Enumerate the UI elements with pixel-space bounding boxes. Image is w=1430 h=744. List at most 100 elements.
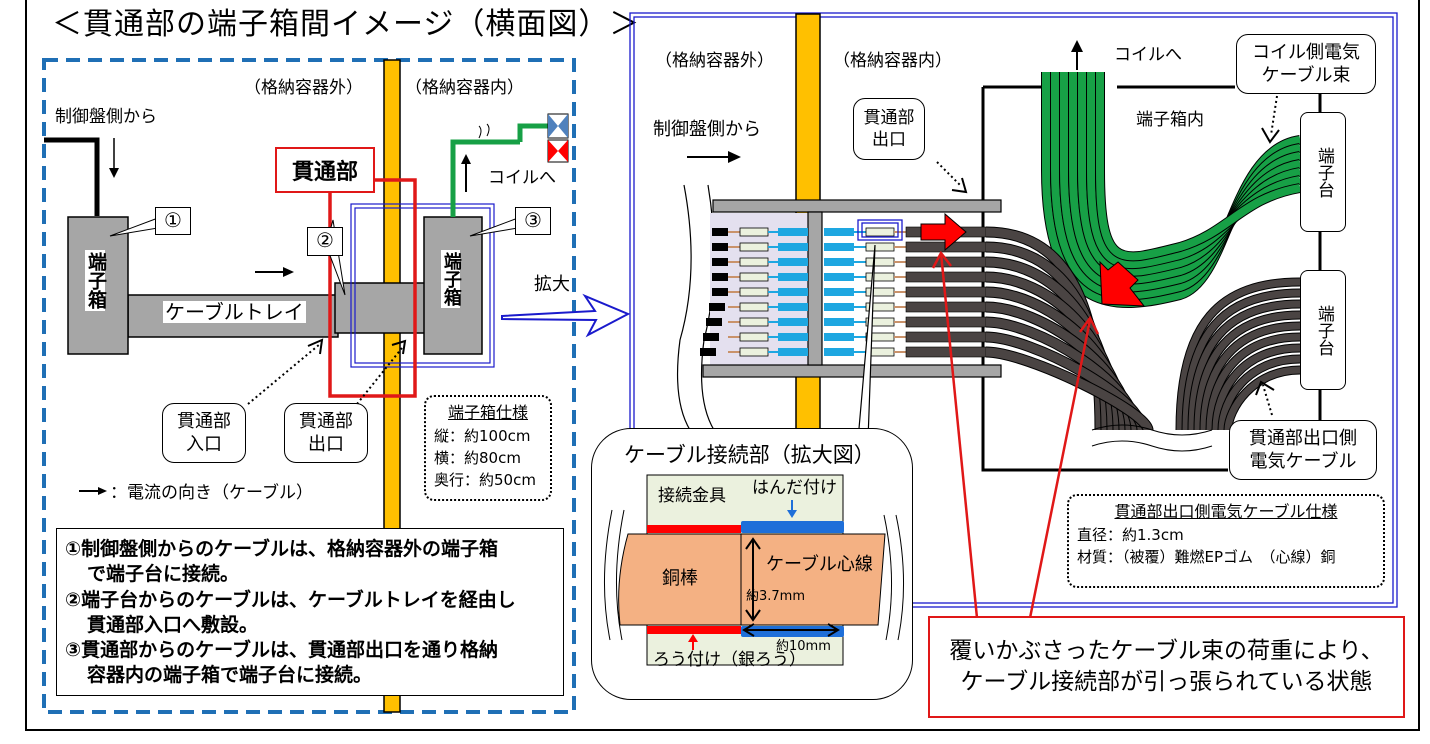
expand-label: 拡大 [534,274,570,295]
exit-side-cable-line2: 電気ケーブル [1249,451,1357,472]
exit-side-cable-line1: 貫通部出口側 [1249,427,1357,449]
cable-row [706,316,987,328]
left-panel-dashed-border [42,58,576,714]
length-label: 約10mm [776,639,831,654]
solder-arrow-icon [787,510,797,518]
cable-end [712,288,728,296]
cable-end [712,243,728,251]
terminal-block-lower-label: 端子台 [1313,302,1334,358]
cable-spec-heading: 貫通部出口側電気ケーブル仕様 [1114,502,1338,521]
cable-spec: 貫通部出口側電気ケーブル仕様 直径：約1.3cm 材質：（被覆）難燃EPゴム （… [1067,494,1385,588]
cyan-cable [778,333,808,341]
copper-rod-label: 銅棒 [662,568,698,589]
penetration-exit-line1: 貫通部 [299,410,353,432]
cyan-cable [824,303,854,311]
cable-end [712,228,728,236]
penetration-entrance-box: 貫通部 入口 [162,403,246,463]
coil-cable-bundle [1041,72,1302,308]
penetration-entrance-line1: 貫通部 [177,410,231,432]
spec-depth: 奥行：約50cm [434,470,536,489]
coil-bundle-line2: ケーブル束 [1261,65,1351,86]
outside-containment-label: （格納容器外） [244,78,363,98]
note-3-line1: ③貫通部からのケーブルは、貫通部出口を通り格納 [65,639,498,662]
cable-core-label: ケーブル心線 [766,554,873,575]
callout-1: ① [155,207,191,235]
terminal-box-wall [981,87,1228,472]
exit-side-cables [985,226,1154,432]
terminal-box-inside-label: 端子箱内 [1136,110,1204,130]
fitting-label: 接続金具 [658,486,726,506]
penetration-exit-zoomed-line2: 出口 [872,130,906,150]
exit-side-cable-box: 貫通部出口側 電気ケーブル [1229,420,1377,480]
brazing-bottom [647,626,741,634]
cyan-cable [824,258,854,266]
exit-side-cables-right [1175,277,1301,431]
cyan-cable [778,348,808,356]
cable-end [706,318,722,326]
terminal-box-left-label: 端子箱 [84,250,107,311]
cable-row [700,346,987,358]
cable-end [712,273,728,281]
cyan-cable [778,228,808,236]
coil-cable [450,139,520,217]
diameter-arrow-icon [745,609,761,622]
cyan-cable [778,318,808,326]
coil-bundle-line1: コイル側電気 [1252,41,1360,63]
zoom-region-frame [354,207,491,364]
control-cable [44,137,100,216]
to-coil-label: コイルへ [488,168,556,188]
terminal-box-spec-heading: 端子箱仕様 [447,403,528,422]
note-2-line2: 貫通部入口へ敷設。 [87,613,259,636]
callout-3: ③ [515,207,551,235]
penetration-entrance-line2: 入口 [186,434,222,455]
cyan-cable [824,348,854,356]
penetration-exit-zoomed-line1: 貫通部 [863,107,915,128]
terminal-box-right-label: 端子箱 [440,250,462,308]
coil-cable-bundle-box: コイル側電気 ケーブル束 [1236,34,1376,94]
pull-arrow-icon [920,212,967,252]
up-arrow-icon [1071,40,1083,52]
note-1-line1: ①制御盤側からのケーブルは、格納容器外の端子箱 [65,538,498,560]
cable-end [709,303,725,311]
cyan-cable [824,333,854,341]
terminal-box-spec: 端子箱仕様 縦：約100cm 横：約80cm 奥行：約50cm [424,395,552,501]
cable-tray-label: ケーブルトレイ [163,300,306,324]
cable-spec-material: 材質：（被覆）難燃EPゴム （心線）銅 [1077,547,1336,566]
penetration-label: 貫通部 [275,147,375,193]
terminal-block-upper-label: 端子台 [1313,144,1334,200]
right-arrow-icon [283,267,294,277]
cable-end [700,348,716,356]
cable-end [712,258,728,266]
down-arrow-icon [109,168,119,178]
cyan-cable [778,258,808,266]
solder-bottom [741,626,844,637]
legend-arrow-icon [98,487,107,495]
from-control-panel-label-zoomed: 制御盤側から [653,119,761,140]
brazing-top [647,525,741,533]
penetration-exit-box-zoomed: 貫通部 出口 [853,98,925,160]
cable-spec-diameter: 直径：約1.3cm [1077,526,1184,545]
cyan-cable [824,228,854,236]
cyan-cable [778,273,808,281]
page-title: ＜貫通部の端子箱間イメージ（横面図）＞ [52,7,641,42]
break-mark-icon [1091,424,1213,452]
cyan-cable [824,273,854,281]
conclusion-line1: 覆いかぶさったケーブル束の荷重により、 [949,637,1384,664]
right-arrow-icon [728,151,741,163]
terminal-block-lower: 端子台 [1300,270,1346,390]
connection-detail-title: ケーブル接続部（拡大図） [624,443,875,467]
expand-arrow-icon [501,293,631,338]
note-2-line1: ②端子台からのケーブルは、ケーブルトレイを経由し [65,588,516,611]
brazing-arrow-icon [688,634,698,642]
from-control-panel-label: 制御盤側から [55,107,157,127]
penetration-exit-box: 貫通部 出口 [284,403,368,463]
sleeve-bottom-plate [702,364,1002,378]
length-arrow-icon [827,623,840,637]
outer-frame [25,0,1420,731]
penetration-exit-line2: 出口 [308,434,344,455]
solder-top [741,521,844,533]
load-arrow-icon [1099,260,1146,307]
notes-box: ①制御盤側からのケーブルは、格納容器外の端子箱 で端子台に接続。 ②端子台からの… [56,528,564,696]
